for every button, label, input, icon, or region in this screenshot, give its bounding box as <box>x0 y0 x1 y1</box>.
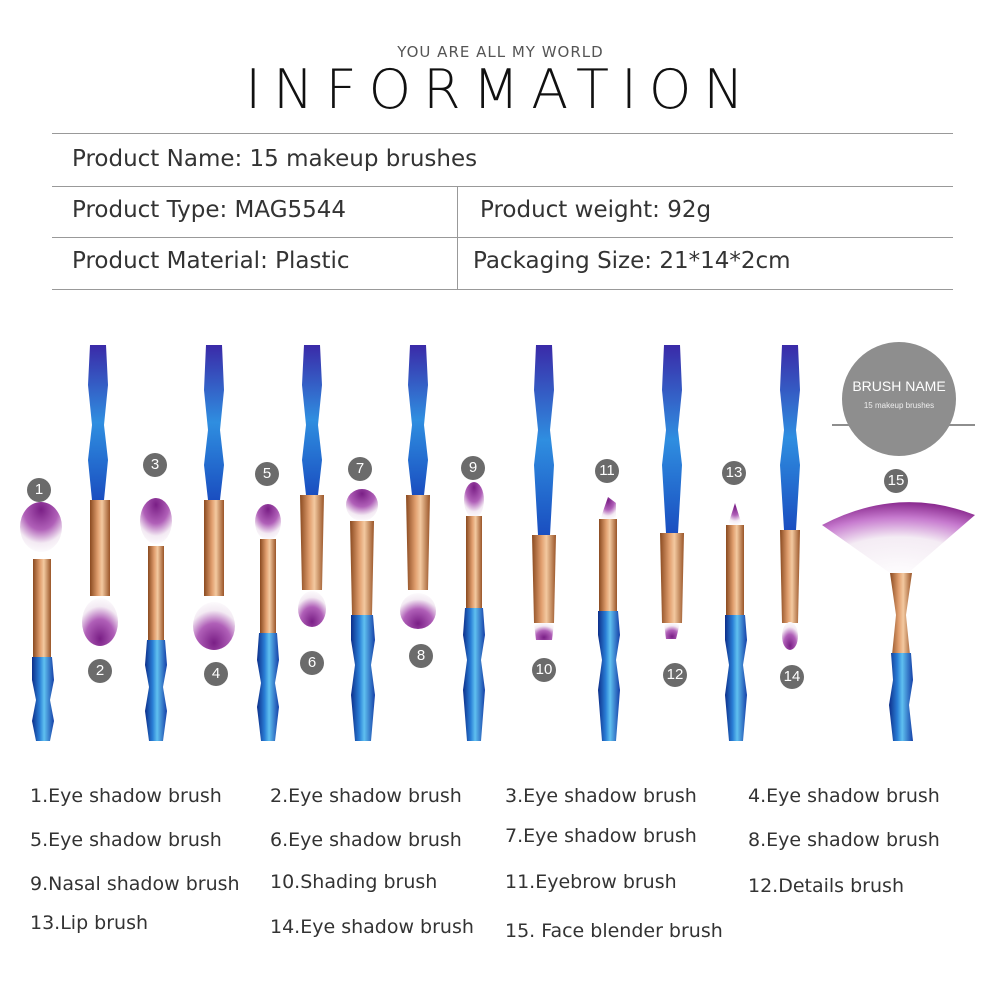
brush-5 <box>255 504 281 741</box>
brush-8 <box>400 345 436 629</box>
brush-13 <box>725 503 747 741</box>
legend-item: 15. Face blender brush <box>505 920 723 942</box>
product-material: Product Material: Plastic <box>72 248 350 274</box>
brush-number-14: 14 <box>780 665 804 689</box>
brush-number-9: 9 <box>461 456 485 480</box>
brush-7 <box>346 489 378 741</box>
header-subtitle: YOU ARE ALL MY WORLD <box>397 43 604 61</box>
badge-title: BRUSH NAME <box>852 378 946 394</box>
product-name: Product Name: 15 makeup brushes <box>72 146 478 172</box>
brush-name-badge: BRUSH NAME 15 makeup brushes <box>842 342 956 456</box>
badge-underline <box>872 432 932 433</box>
brush-1 <box>20 502 62 741</box>
brush-number-11: 11 <box>595 459 619 483</box>
brush-number-8: 8 <box>409 644 433 668</box>
legend-item: 11.Eyebrow brush <box>505 871 677 893</box>
badge-underline <box>832 424 975 426</box>
legend-item: 12.Details brush <box>748 875 904 897</box>
legend-item: 2.Eye shadow brush <box>270 785 462 807</box>
brush-number-4: 4 <box>204 662 228 686</box>
brush-4 <box>193 345 235 650</box>
brush-set-illustration <box>20 345 975 741</box>
brush-number-1: 1 <box>27 478 51 502</box>
product-type: Product Type: MAG5544 <box>72 197 347 223</box>
brush-10 <box>532 345 556 640</box>
brush-14 <box>780 345 800 650</box>
brush-9 <box>463 482 485 741</box>
legend-item: 14.Eye shadow brush <box>270 916 474 938</box>
brush-number-7: 7 <box>348 457 372 481</box>
badge-subtitle: 15 makeup brushes <box>863 401 935 410</box>
table-divider <box>52 186 953 187</box>
legend-item: 10.Shading brush <box>270 871 438 893</box>
legend-item: 13.Lip brush <box>30 912 149 934</box>
brush-number-15: 15 <box>884 469 908 493</box>
legend-item: 4.Eye shadow brush <box>748 785 940 807</box>
packaging-size: Packaging Size: 21*14*2cm <box>473 248 791 274</box>
brush-number-6: 6 <box>300 651 324 675</box>
legend-item: 3.Eye shadow brush <box>505 785 697 807</box>
legend-item: 6.Eye shadow brush <box>270 829 462 851</box>
brush-number-2: 2 <box>88 659 112 683</box>
brush-11 <box>598 497 620 741</box>
legend-item: 7.Eye shadow brush <box>505 825 697 847</box>
brush-2 <box>82 345 118 646</box>
table-divider <box>52 237 953 238</box>
product-weight: Product weight: 92g <box>480 197 712 223</box>
legend-item: 8.Eye shadow brush <box>748 829 940 851</box>
brush-number-3: 3 <box>143 453 167 477</box>
brush-number-12: 12 <box>663 663 687 687</box>
table-column-divider <box>457 187 458 289</box>
brush-6 <box>298 345 326 627</box>
page-title: INFORMATION <box>245 58 756 121</box>
brush-3 <box>140 498 172 741</box>
legend-item: 5.Eye shadow brush <box>30 829 222 851</box>
brush-12 <box>660 345 684 639</box>
legend-item: 9.Nasal shadow brush <box>30 873 240 895</box>
legend-item: 1.Eye shadow brush <box>30 785 222 807</box>
brush-number-5: 5 <box>255 462 279 486</box>
table-divider <box>52 289 953 290</box>
brush-number-13: 13 <box>722 461 746 485</box>
brush-number-10: 10 <box>532 658 556 682</box>
table-divider <box>52 133 953 134</box>
brush-15 <box>822 502 975 741</box>
